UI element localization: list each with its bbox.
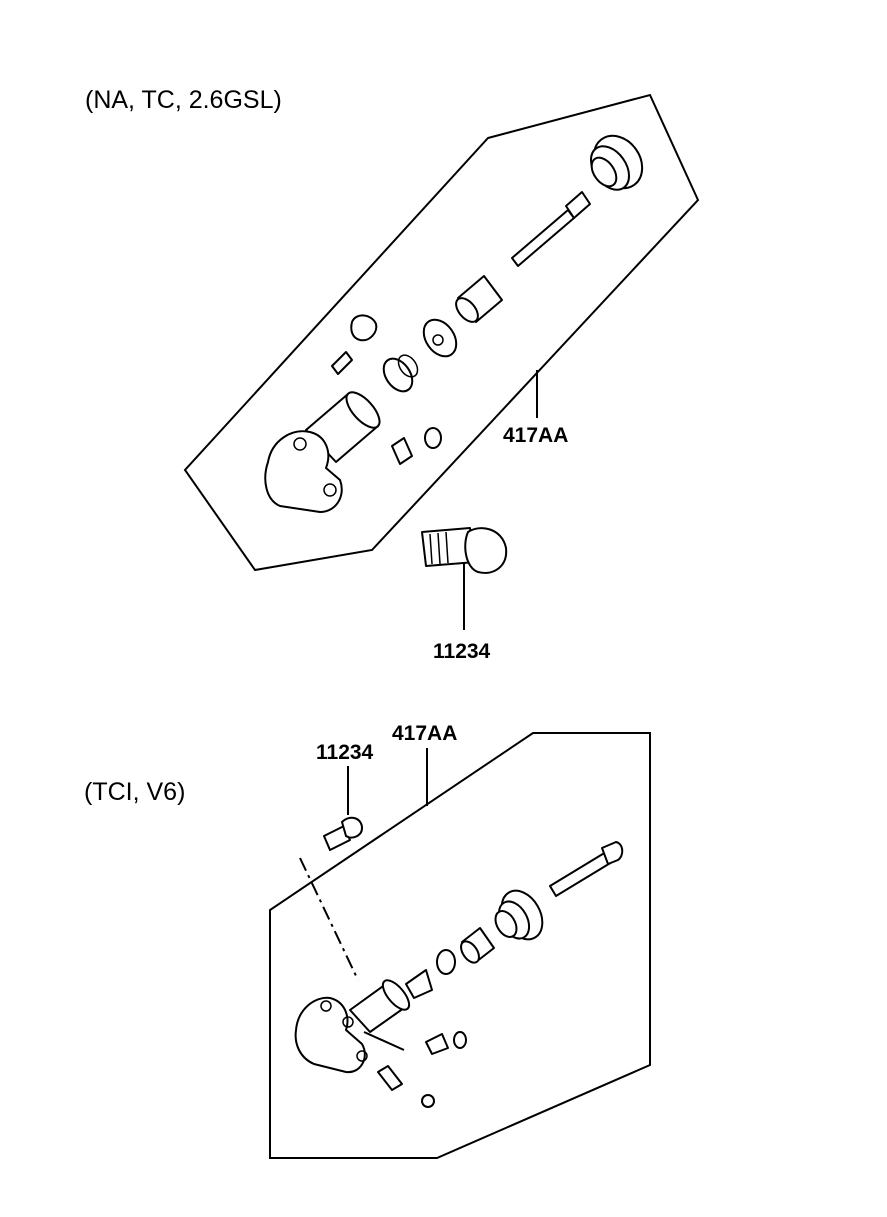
- bottom-cylinder-body-icon: [294, 979, 411, 1074]
- top-assembly: [183, 93, 700, 630]
- top-ring-icon: [382, 354, 419, 393]
- bottom-plug-icon: [421, 1094, 435, 1108]
- bottom-pin-icon: [377, 1065, 403, 1091]
- bottom-bolt-icon: [323, 816, 363, 851]
- bottom-push-rod-icon: [549, 841, 624, 897]
- bottom-cone-icon: [405, 969, 433, 999]
- top-assembly-part-number: 417AA: [503, 424, 569, 447]
- top-cylinder-body-icon: [264, 391, 381, 513]
- top-bleeder-icon: [331, 351, 353, 375]
- bottom-assembly: [269, 732, 651, 1159]
- bottom-bolt-part-number: 11234: [316, 741, 374, 764]
- bottom-assembly-boundary: [269, 732, 651, 1159]
- top-bolt-part-number: 11234: [433, 640, 491, 663]
- bottom-seal-icon: [436, 949, 456, 975]
- top-cap-icon: [350, 314, 378, 342]
- top-assembly-boundary: [183, 93, 700, 572]
- bottom-bleeder-leader: [363, 1031, 405, 1051]
- top-variant-label: (NA, TC, 2.6GSL): [85, 86, 282, 114]
- bottom-assembly-part-number: 417AA: [392, 722, 458, 745]
- top-seal-icon: [422, 318, 458, 358]
- bottom-variant-label: (TCI, V6): [84, 778, 186, 806]
- bottom-piston-icon: [460, 927, 495, 964]
- bottom-bleeder-icon: [425, 1031, 467, 1055]
- top-small-plug-icon: [391, 427, 442, 465]
- top-piston-icon: [455, 275, 503, 323]
- top-bolt-icon: [421, 527, 508, 574]
- bottom-install-line: [299, 857, 359, 981]
- top-push-rod-icon: [511, 191, 591, 267]
- top-spring-icon: [589, 134, 644, 191]
- bottom-spring-icon: [494, 889, 544, 941]
